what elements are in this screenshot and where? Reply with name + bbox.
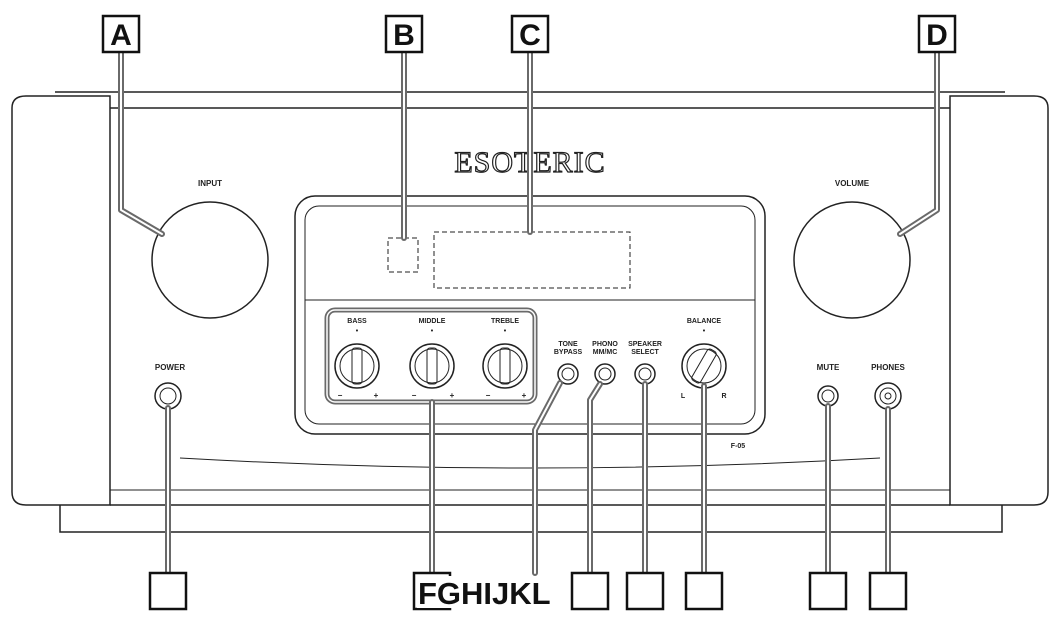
tone-bypass-label-1: TONE bbox=[558, 341, 578, 348]
callout-b: B bbox=[384, 14, 424, 54]
indicator-b-area bbox=[387, 237, 419, 273]
right-side-cheek bbox=[949, 95, 1049, 506]
svg-text:D: D bbox=[926, 19, 948, 52]
middle-center-dot: • bbox=[431, 328, 434, 335]
leader-tone-bypass bbox=[532, 380, 563, 576]
power-label: POWER bbox=[155, 363, 185, 372]
bass-plus-mark: + bbox=[374, 391, 379, 400]
svg-text:A: A bbox=[110, 19, 132, 52]
middle-knob[interactable] bbox=[409, 343, 455, 389]
bass-label: BASS bbox=[347, 318, 367, 325]
balance-label: BALANCE bbox=[687, 318, 722, 325]
phones-jack[interactable] bbox=[874, 382, 902, 410]
front-panel-curve bbox=[179, 457, 881, 469]
tone-bypass-label-2: BYPASS bbox=[554, 349, 583, 356]
input-knob[interactable] bbox=[151, 201, 269, 319]
mute-label: MUTE bbox=[817, 363, 840, 372]
middle-minus-mark: − bbox=[412, 391, 417, 400]
leader-lines bbox=[118, 47, 940, 576]
treble-center-dot: • bbox=[504, 328, 507, 335]
volume-label: VOLUME bbox=[835, 179, 870, 188]
fl-display-area bbox=[433, 231, 631, 289]
phono-label-2: MM/MC bbox=[593, 349, 618, 356]
base-plinth bbox=[59, 505, 1003, 533]
balance-knob[interactable] bbox=[681, 343, 727, 389]
leader-phono bbox=[587, 381, 603, 576]
volume-knob[interactable] bbox=[793, 201, 911, 319]
speaker-select-label-1: SPEAKER bbox=[628, 341, 662, 348]
callout-box-mute bbox=[808, 571, 848, 611]
callout-box-power bbox=[148, 571, 188, 611]
balance-left-mark: L bbox=[681, 393, 686, 400]
leader-a bbox=[118, 47, 165, 237]
balance-center-dot: • bbox=[703, 328, 706, 335]
treble-label: TREBLE bbox=[491, 318, 519, 325]
callout-box-speaker-select bbox=[625, 571, 665, 611]
model-label: F-05 bbox=[731, 443, 746, 450]
treble-minus-mark: − bbox=[486, 391, 491, 400]
bottom-group-label: FGHIJKL bbox=[418, 576, 551, 611]
leader-d bbox=[897, 47, 940, 237]
svg-text:C: C bbox=[519, 19, 541, 52]
callout-box-phono bbox=[570, 571, 610, 611]
callout-c: C bbox=[510, 14, 550, 54]
bass-knob[interactable] bbox=[334, 343, 380, 389]
group-label-backdrop bbox=[417, 576, 557, 608]
bass-minus-mark: − bbox=[338, 391, 343, 400]
tone-bypass-button[interactable] bbox=[557, 363, 579, 385]
middle-plus-mark: + bbox=[450, 391, 455, 400]
balance-right-mark: R bbox=[721, 393, 726, 400]
speaker-select-label-2: SELECT bbox=[631, 349, 659, 356]
svg-text:B: B bbox=[393, 19, 415, 52]
left-side-cheek bbox=[11, 95, 111, 506]
middle-label: MIDDLE bbox=[419, 318, 446, 325]
phono-mm-mc-button[interactable] bbox=[594, 363, 616, 385]
callout-box-phones bbox=[868, 571, 908, 611]
treble-plus-mark: + bbox=[522, 391, 527, 400]
treble-knob[interactable] bbox=[482, 343, 528, 389]
phono-label-1: PHONO bbox=[592, 341, 618, 348]
phones-label: PHONES bbox=[871, 363, 905, 372]
callout-a: A bbox=[101, 14, 141, 54]
callout-box-balance bbox=[684, 571, 724, 611]
input-label: INPUT bbox=[198, 179, 222, 188]
display-inner-frame bbox=[304, 205, 756, 425]
bass-center-dot: • bbox=[356, 328, 359, 335]
callout-d: D bbox=[917, 14, 957, 54]
amplifier-body bbox=[11, 91, 1049, 533]
